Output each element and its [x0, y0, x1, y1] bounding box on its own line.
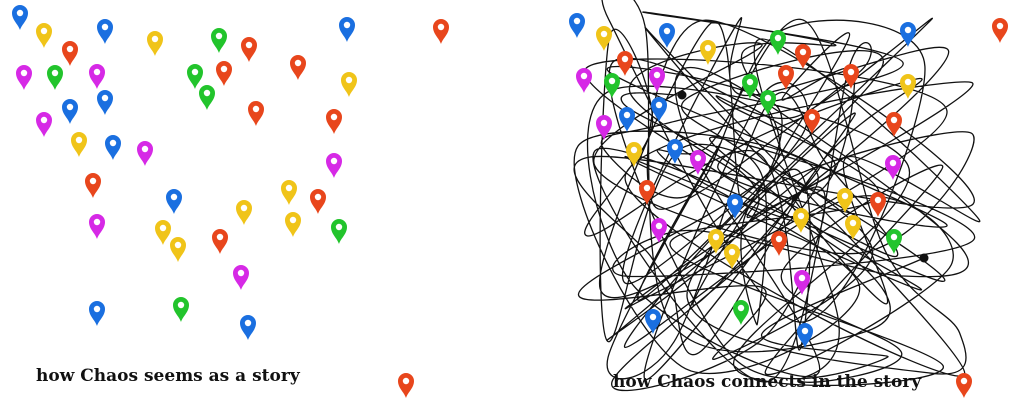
map-pin-icon [326, 153, 342, 178]
map-pin-icon [793, 208, 809, 233]
map-pin-icon [166, 189, 182, 214]
left-panel-scattered-pins [12, 5, 449, 340]
map-pin-icon [137, 141, 153, 166]
map-pin-icon [285, 212, 301, 237]
map-pin-icon [619, 107, 635, 132]
map-pin-icon [651, 97, 667, 122]
map-pin-icon [310, 189, 326, 214]
chaos-connection-line [573, 0, 981, 392]
map-pin-icon [89, 214, 105, 239]
map-pin-icon [724, 244, 740, 269]
map-pin-icon [62, 99, 78, 124]
map-pin-icon [233, 265, 249, 290]
map-pin-icon [845, 215, 861, 240]
map-pin-icon [62, 41, 78, 66]
map-pin-icon [240, 315, 256, 340]
map-pin-icon [727, 194, 743, 219]
map-pin-icon [433, 19, 449, 44]
map-pin-icon [105, 135, 121, 160]
map-pin-icon [290, 55, 306, 80]
map-pin-icon [760, 90, 776, 115]
map-pin-icon [339, 17, 355, 42]
map-pin-icon [596, 115, 612, 140]
map-pin-icon [992, 18, 1008, 43]
map-pin-icon [89, 301, 105, 326]
right-panel-connected-pins [569, 0, 1008, 392]
map-pin-icon [870, 192, 886, 217]
map-pin-icon [212, 229, 228, 254]
map-pin-icon [71, 132, 87, 157]
map-pin-icon [199, 85, 215, 110]
map-pin-icon [771, 231, 787, 256]
map-pin-icon [617, 51, 633, 76]
map-pin-icon [173, 297, 189, 322]
caption-left: how Chaos seems as a story [36, 366, 300, 386]
map-pin-icon [708, 229, 724, 254]
map-pin-icon [97, 90, 113, 115]
map-pin-icon [645, 309, 661, 334]
line-endpoint-dot-icon [677, 90, 687, 100]
map-pin-icon [596, 26, 612, 51]
map-pin-icon [797, 323, 813, 348]
map-pin-icon [326, 109, 342, 134]
map-pin-icon [97, 19, 113, 44]
map-pin-icon [900, 74, 916, 99]
map-pin-icon [216, 61, 232, 86]
map-pin-icon [667, 139, 683, 164]
map-pin-icon [16, 65, 32, 90]
map-pin-icon [700, 40, 716, 65]
map-pin-icon [331, 219, 347, 244]
map-pin-icon [569, 13, 585, 38]
map-pin-icon [733, 300, 749, 325]
map-pin-icon [956, 373, 972, 398]
map-pin-icon [770, 30, 786, 55]
map-pin-icon [170, 237, 186, 262]
line-endpoint-dot-icon [919, 253, 929, 263]
map-pin-icon [604, 73, 620, 98]
map-pin-icon [885, 155, 901, 180]
map-pin-icon [248, 101, 264, 126]
map-pin-icon [804, 109, 820, 134]
map-pin-icon [843, 64, 859, 89]
map-pin-icon [36, 23, 52, 48]
map-pin-icon [147, 31, 163, 56]
right-pins [569, 13, 1008, 348]
map-pin-icon [187, 64, 203, 89]
map-pin-icon [742, 74, 758, 99]
map-pin-icon [795, 44, 811, 69]
map-pin-icon [241, 37, 257, 62]
map-pin-icon [85, 173, 101, 198]
map-pin-icon [47, 65, 63, 90]
map-pin-icon [690, 150, 706, 175]
map-pin-icon [639, 180, 655, 205]
map-pin-icon [155, 220, 171, 245]
map-pin-icon [900, 22, 916, 47]
stray-pin-group [398, 373, 972, 398]
map-pin-icon [886, 112, 902, 137]
map-pin-icon [89, 64, 105, 89]
map-pin-icon [211, 28, 227, 53]
map-pin-icon [341, 72, 357, 97]
map-pin-icon [651, 218, 667, 243]
map-pin-icon [36, 112, 52, 137]
map-pin-icon [794, 270, 810, 295]
map-pin-icon [281, 180, 297, 205]
connecting-lines [573, 0, 981, 392]
map-pin-icon [659, 23, 675, 48]
map-pin-icon [626, 142, 642, 167]
map-pin-icon [576, 68, 592, 93]
map-pin-icon [886, 229, 902, 254]
map-pin-icon [398, 373, 414, 398]
map-pin-icon [649, 67, 665, 92]
map-pin-icon [837, 188, 853, 213]
map-pin-icon [778, 65, 794, 90]
caption-right: how Chaos connects in the story [613, 372, 922, 392]
map-pin-icon [236, 200, 252, 225]
map-pin-icon [12, 5, 28, 30]
